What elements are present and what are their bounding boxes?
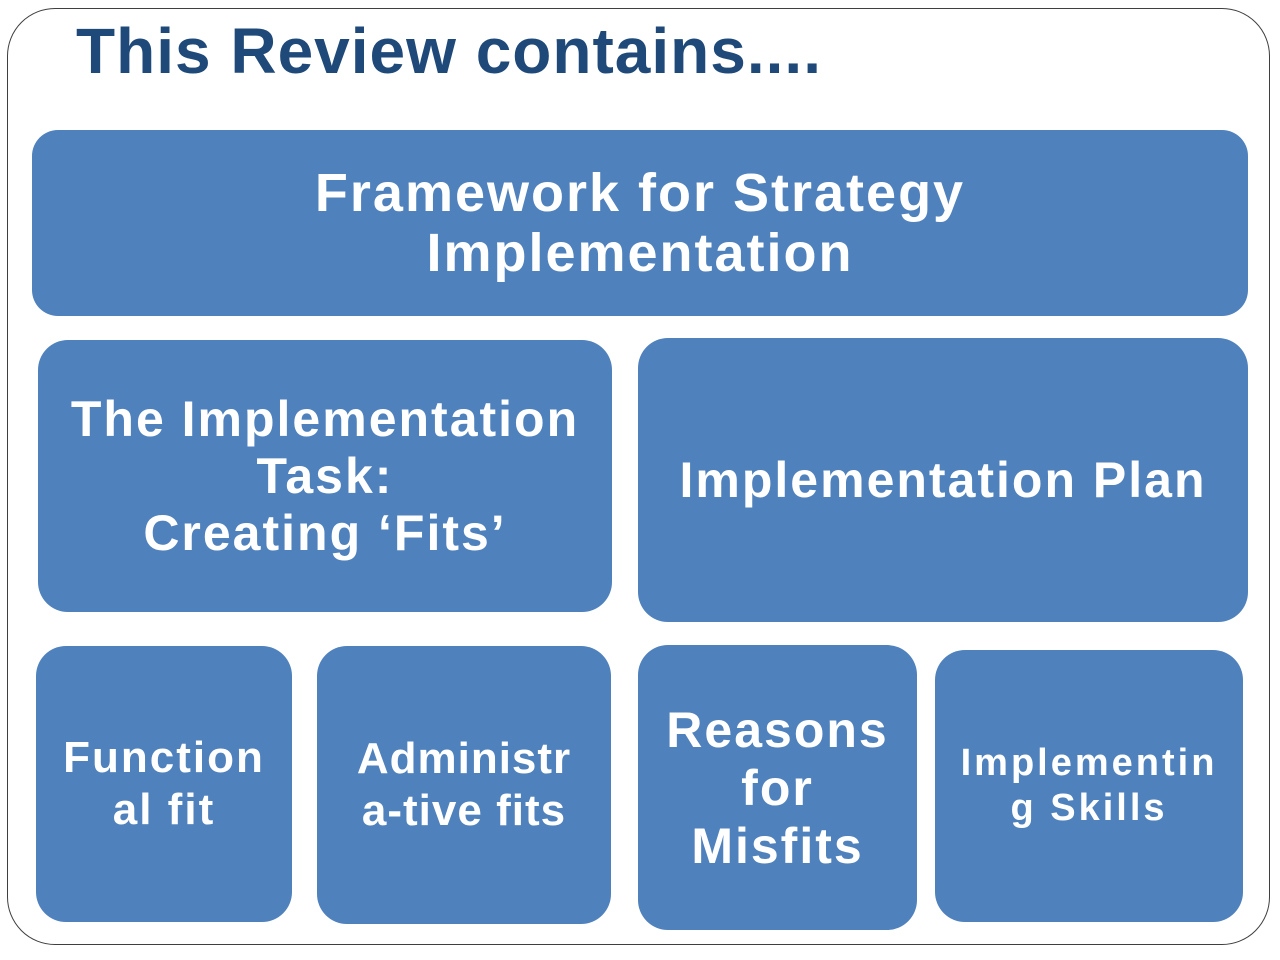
box-functional-fit: Function al fit xyxy=(36,646,292,922)
box-reasons-for-misfits: Reasons for Misfits xyxy=(638,645,917,930)
text-line: Implementation xyxy=(426,223,854,283)
box-implementation-plan: Implementation Plan xyxy=(638,338,1248,622)
text-line: Implementation Plan xyxy=(679,451,1207,508)
text-line: Administr xyxy=(356,734,572,783)
text-line: Function xyxy=(63,733,265,782)
box-framework-for-strategy-implementation: Framework for Strategy Implementation xyxy=(32,130,1248,316)
box-implementation-task-creating-fits: The Implementation Task: Creating ‘Fits’ xyxy=(38,340,612,612)
text-line: Implementin xyxy=(960,742,1218,784)
text-line: for xyxy=(741,759,814,816)
text-line: Creating ‘Fits’ xyxy=(143,504,507,561)
text-line: a-tive fits xyxy=(361,786,567,835)
slide-border-frame xyxy=(7,8,1270,945)
box-administrative-fits: Administr a-tive fits xyxy=(317,646,611,924)
text-line: Framework for Strategy xyxy=(314,163,966,223)
text-line: Reasons xyxy=(666,701,889,758)
text-line: Task: xyxy=(256,447,394,504)
text-line: The Implementation xyxy=(70,390,580,447)
text-line: Misfits xyxy=(691,817,864,874)
box-implementing-skills: Implementin g Skills xyxy=(935,650,1243,922)
text-line: g Skills xyxy=(1010,787,1168,829)
slide-title: This Review contains.... xyxy=(76,15,822,87)
text-line: al fit xyxy=(112,785,216,834)
